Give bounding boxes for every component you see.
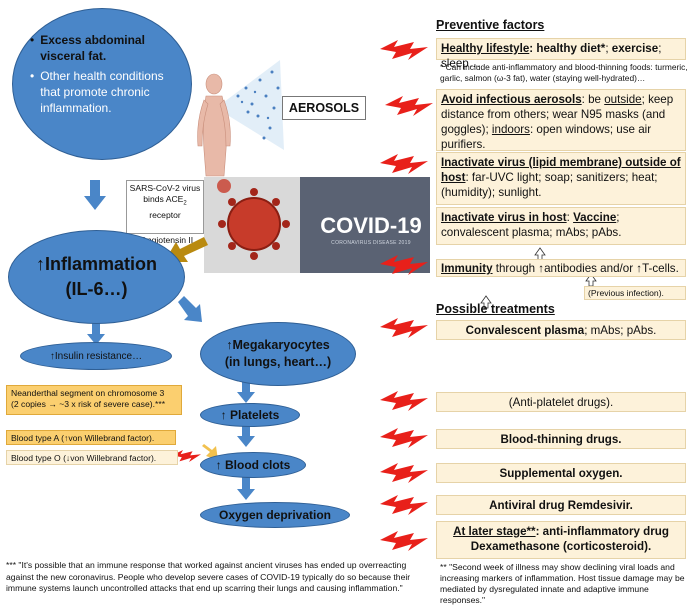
lifestyle-sep: ;: [605, 42, 612, 55]
sars-box: SARS-CoV-2 virus binds ACE2 receptor ↑An…: [126, 180, 204, 245]
aerosol-spray: [216, 60, 284, 150]
bullet-health-conditions: Other health conditions that promote chr…: [40, 69, 164, 115]
sars-line1: SARS-CoV-2 virus: [129, 183, 201, 193]
dexamethasone: Dexamethasone (corticosteroid).: [470, 540, 652, 553]
lifestyle-diet: : healthy diet*: [529, 42, 606, 55]
vaccine-bold1: Inactivate virus in host: [441, 211, 567, 224]
plasma-bold: Convalescent plasma: [465, 324, 585, 337]
sars-line2: binds ACE: [143, 194, 184, 204]
aerosol-mid: : be: [581, 93, 605, 106]
plasma-rest: ; mAbs; pAbs.: [584, 324, 657, 337]
oxygen-ellipse: Oxygen deprivation: [200, 502, 350, 528]
lifestyle-box: Healthy lifestyle: healthy diet*; exerci…: [436, 38, 686, 70]
type-o-box: Blood type O (↓von Willebrand factor).: [6, 450, 178, 465]
immunity-bold: Immunity: [441, 262, 493, 275]
covid-subtitle: CORONAVIRUS DISEASE 2019: [331, 240, 411, 246]
aerosol-outside: outside: [604, 93, 642, 106]
covid-image: [204, 177, 430, 273]
vaccine-rest: ; convalescent plasma; mAbs; pAbs.: [441, 211, 622, 239]
footnote-star: * Can include anti-inflammatory and bloo…: [440, 62, 688, 83]
lifestyle-exercise: exercise: [611, 42, 659, 55]
aerosol-bold: Avoid infectious aerosols: [441, 93, 582, 106]
preventive-header: Preventive factors: [436, 18, 545, 32]
inflammation-label: ↑Inflammation: [35, 254, 157, 274]
thinning-box: Blood-thinning drugs.: [436, 429, 686, 449]
plasma-box: Convalescent plasma; mAbs; pAbs.: [436, 320, 686, 340]
neanderthal-line1: Neanderthal segment on chromosome 3: [11, 388, 165, 398]
lifestyle-bold: Healthy lifestyle: [441, 42, 530, 55]
antiplatelet-box: (Anti-platelet drugs).: [436, 392, 686, 412]
later-bold: At later stage**: [453, 525, 536, 538]
il6-label: (IL-6…): [65, 279, 128, 299]
megakaryocytes-ellipse: ↑Megakaryocytes (in lungs, heart…): [200, 322, 356, 386]
vaccine-mid: :: [566, 211, 574, 224]
footnote-double-star: ** "Second week of illness may show decl…: [440, 562, 685, 605]
aerosol-indoors: indoors: [491, 123, 530, 136]
human-figure: [197, 73, 231, 177]
sars-line2b: receptor: [149, 209, 181, 220]
later-rest: : anti-inflammatory drug: [535, 525, 669, 538]
megakaryocytes-label: ↑Megakaryocytes: [226, 338, 330, 352]
immunity-box: Immunity through ↑antibodies and/or ↑T-c…: [436, 259, 686, 277]
clots-ellipse: ↑ Blood clots: [200, 452, 306, 478]
bottom-quote: *** "It's possible that an immune respon…: [6, 560, 411, 593]
flow-arrows: [84, 180, 255, 500]
insulin-ellipse: ↑Insulin resistance…: [20, 342, 172, 370]
neanderthal-box: Neanderthal segment on chromosome 3 (2 c…: [6, 385, 182, 415]
inactivate-box: Inactivate virus (lipid membrane) outsid…: [436, 152, 686, 205]
immunity-rest: through ↑antibodies and/or ↑T-cells.: [492, 262, 679, 275]
aerosol-box: Avoid infectious aerosols: be outside; k…: [436, 89, 686, 151]
inactivate-rest: : far-UVC light; soap; sanitizers; heat;…: [441, 171, 658, 199]
later-stage-box: At later stage**: anti-inflammatory drug…: [436, 521, 686, 559]
risk-ellipse: [12, 8, 192, 160]
bullet-visceral-fat: Excess abdominal visceral fat.: [40, 33, 145, 63]
type-a-box: Blood type A (↑von Willebrand factor).: [6, 430, 176, 445]
risk-bullets: •Excess abdominal visceral fat. •Other h…: [30, 32, 180, 116]
antiviral-box: Antiviral drug Remdesivir.: [436, 495, 686, 515]
sars-sub: 2: [183, 200, 187, 207]
megakaryocytes-sub: (in lungs, heart…): [224, 355, 332, 369]
aerosols-label: AEROSOLS: [282, 96, 366, 120]
vaccine-box: Inactivate virus in host: Vaccine; conva…: [436, 207, 686, 245]
immunity-arrows: [480, 247, 597, 309]
aerosol-rest: ; keep distance from others; wear N95 ma…: [441, 93, 674, 136]
treatments-header: Possible treatments: [436, 302, 555, 316]
covid-title: COVID-19: [320, 213, 422, 238]
platelets-ellipse: ↑ Platelets: [200, 403, 300, 427]
previous-infection: (Previous infection).: [584, 286, 686, 300]
inflammation-ellipse: ↑Inflammation (IL-6…): [8, 230, 185, 324]
inactivate-bold: Inactivate virus (lipid membrane) outsid…: [441, 156, 681, 184]
angiotensin: ↑Angiotensin II: [136, 234, 194, 245]
aerosol-end: : open windows; use air purifiers.: [441, 123, 652, 151]
supplemental-oxygen-box: Supplemental oxygen.: [436, 463, 686, 483]
neanderthal-line2: (2 copies → ~3 x risk of severe case).**…: [11, 399, 166, 409]
lifestyle-sleep: ; sleep…: [441, 42, 662, 70]
vaccine-bold2: Vaccine: [573, 211, 617, 224]
